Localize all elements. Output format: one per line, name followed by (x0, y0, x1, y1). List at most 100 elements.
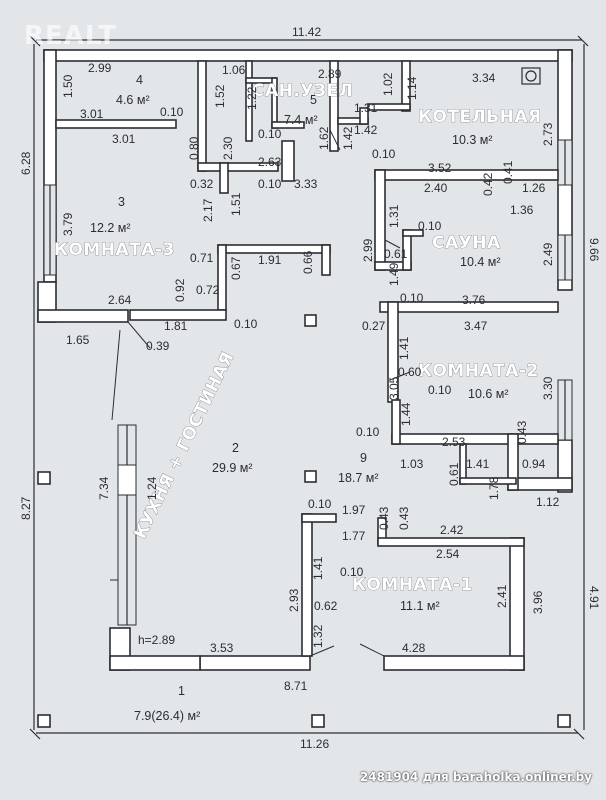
dim: 1.24 (145, 476, 159, 500)
dim: 2.53 (442, 435, 466, 449)
dim: 0.10 (428, 383, 452, 397)
watermark: REALT (24, 21, 117, 51)
dim: 0.60 (398, 365, 422, 379)
room9-number: 9 (360, 451, 367, 465)
room7-name: САУНА (432, 233, 501, 253)
dim: 0.71 (190, 251, 214, 265)
dim: 4.28 (402, 641, 426, 655)
dim: 0.10 (418, 219, 442, 233)
dim: 1.62 (317, 126, 331, 150)
dim: 0.10 (308, 497, 332, 511)
dim: 1.06 (222, 63, 246, 77)
dim: 1.42 (354, 123, 378, 137)
dim: 1.12 (536, 495, 560, 509)
room3-area: 12.2 м² (90, 221, 131, 235)
dim: 1.02 (381, 72, 395, 96)
dim: 0.10 (340, 565, 364, 579)
dim: 2.63 (258, 155, 282, 169)
dim: 0.10 (400, 291, 424, 305)
dim: 0.39 (146, 339, 170, 353)
outer-dimension-lines (29, 35, 589, 740)
room2-name: КУХНЯ + ГОСТИНАЯ (131, 349, 239, 543)
dim: 0.66 (301, 250, 315, 274)
dim: 1.50 (61, 74, 75, 98)
room10-area: 11.1 м² (400, 599, 440, 613)
interior-walls (55, 60, 559, 657)
dim: 3.79 (61, 212, 75, 236)
dim: 1.41 (466, 457, 490, 471)
dim: 8.71 (284, 679, 308, 693)
dim: 0.43 (515, 420, 529, 444)
dim: 1.77 (342, 529, 366, 543)
dim: 0.43 (377, 506, 391, 530)
dim: 1.31 (387, 204, 401, 228)
dim-left-bottom: 8.27 (19, 496, 33, 520)
dim: 0.10 (160, 105, 184, 119)
dim: 1.97 (342, 503, 366, 517)
dim: 0.94 (522, 457, 546, 471)
dim: 7.34 (97, 476, 111, 500)
dim: 2.41 (495, 584, 509, 608)
room1-area: 7.9(26.4) м² (134, 709, 200, 723)
dim: 3.30 (541, 376, 555, 400)
room5-area: 7.4 м² (284, 113, 318, 127)
dim: 2.99 (88, 61, 112, 75)
room6-name: КОТЕЛЬНАЯ (418, 107, 542, 127)
dim: 1.31 (354, 101, 378, 115)
room8-area: 10.6 м² (468, 387, 509, 401)
dim: 2.40 (424, 181, 448, 195)
door-swings (110, 129, 411, 657)
room4-area: 4.6 м² (116, 93, 150, 107)
dim: 0.32 (190, 177, 214, 191)
dim: 1.78 (487, 476, 501, 500)
dim: 2.42 (440, 523, 464, 537)
room2-number: 2 (232, 441, 239, 455)
dim: 0.43 (397, 506, 411, 530)
dim: 1.03 (400, 457, 424, 471)
dim: 1.91 (258, 253, 282, 267)
dim: 0.10 (356, 425, 380, 439)
dim: 0.67 (229, 256, 243, 280)
dim: 0.27 (362, 319, 386, 333)
dim: 1.32 (311, 624, 325, 648)
dim: 3.34 (472, 71, 496, 85)
dim: 2.49 (541, 242, 555, 266)
dim: 1.44 (399, 402, 413, 426)
dim: 1.52 (213, 84, 227, 108)
dim: 3.52 (428, 161, 452, 175)
dim: 2.64 (108, 293, 132, 307)
dim: 0.10 (258, 177, 282, 191)
room9-area: 18.7 м² (338, 471, 379, 485)
dim: 1.36 (510, 203, 534, 217)
ceiling-height: h=2.89 (138, 633, 175, 647)
room6-area: 10.3 м² (452, 133, 493, 147)
dim: 1.81 (164, 319, 188, 333)
dim: 3.47 (464, 319, 488, 333)
room7-area: 10.4 м² (460, 255, 501, 269)
room10-name: КОМНАТА-1 (352, 575, 473, 595)
dim: 1.49 (387, 262, 401, 286)
dim: 1.22 (245, 86, 259, 110)
dim: 3.53 (210, 641, 234, 655)
dim: 2.99 (361, 238, 375, 262)
dim: 2.54 (436, 547, 460, 561)
dimension-labels: 11.42 11.26 6.28 8.27 9.66 4.91 2.99 1.5… (19, 25, 601, 751)
dim: 0.10 (258, 127, 282, 141)
room1-number: 1 (178, 684, 185, 698)
dim: 0.10 (372, 147, 396, 161)
boiler-symbol (521, 67, 541, 85)
dim: 0.80 (187, 136, 201, 160)
dim: 0.62 (314, 599, 338, 613)
structural-columns (37, 314, 571, 728)
listing-footer: 2481904 для baraholka.onliner.by (359, 770, 592, 784)
dim: 0.61 (447, 462, 461, 486)
dim: 0.41 (501, 160, 515, 184)
dim: 2.73 (541, 122, 555, 146)
dim-right-top: 9.66 (587, 238, 601, 262)
dim: 1.41 (311, 556, 325, 580)
dim: 0.10 (234, 317, 258, 331)
room5-name: САН.УЗЕЛ (252, 81, 353, 101)
dim-left-top: 6.28 (19, 151, 33, 175)
room2-area: 29.9 м² (212, 461, 253, 475)
